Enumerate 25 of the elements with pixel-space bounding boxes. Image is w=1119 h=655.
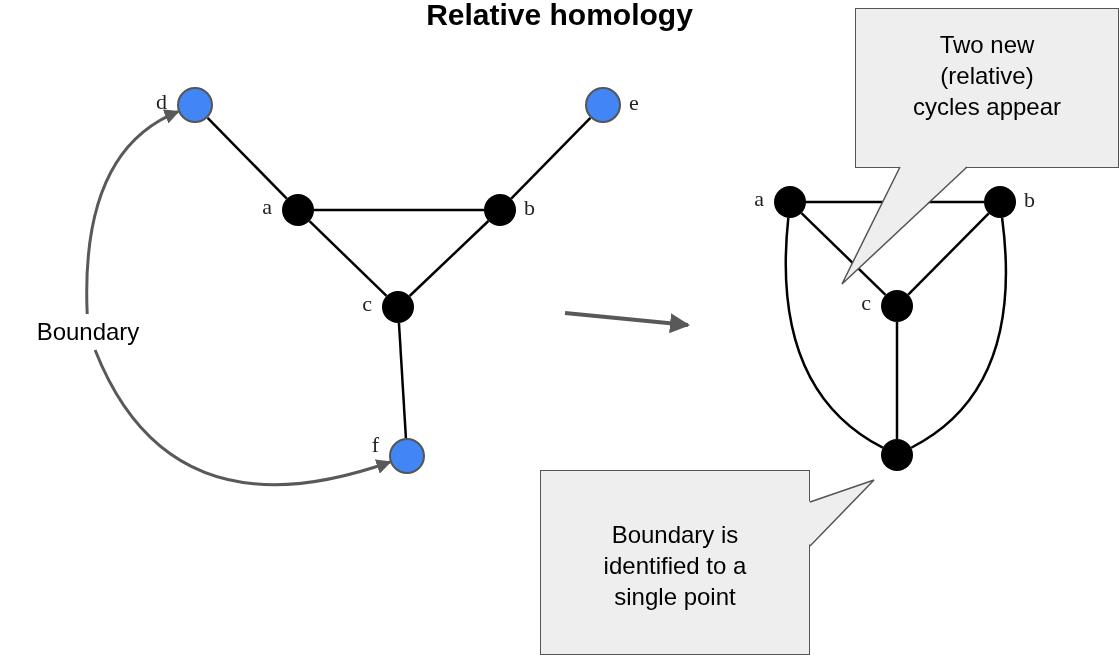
graph-edge (408, 220, 490, 297)
callout-text: Boundary is identified to a single point (602, 520, 748, 613)
vertex-label: c (861, 292, 871, 314)
vertex-label: f (371, 434, 379, 456)
graph-edge (510, 116, 592, 200)
callout-text: Two new (relative) cycles appear (911, 30, 1063, 123)
vertex-label: a (754, 188, 764, 210)
vertex-label: e (629, 92, 639, 114)
callout-bubble (540, 470, 810, 655)
graph-edge (397, 322, 408, 439)
annotation-text: Boundary (8, 314, 168, 350)
graph-edge (910, 217, 1008, 449)
graph-edge (907, 212, 990, 296)
graph-edge (308, 220, 388, 297)
graph-edge (784, 217, 884, 449)
graph-edge (895, 322, 899, 439)
graph-edge (206, 116, 288, 200)
vertex-label: c (362, 293, 372, 315)
vertex-label: b (524, 197, 535, 219)
graph-edge (314, 208, 484, 212)
vertex-label: a (262, 196, 272, 218)
graph-edge (800, 212, 887, 296)
vertex-label: b (1024, 189, 1035, 211)
title: Relative homology (426, 0, 693, 33)
vertex-label: d (156, 91, 167, 113)
